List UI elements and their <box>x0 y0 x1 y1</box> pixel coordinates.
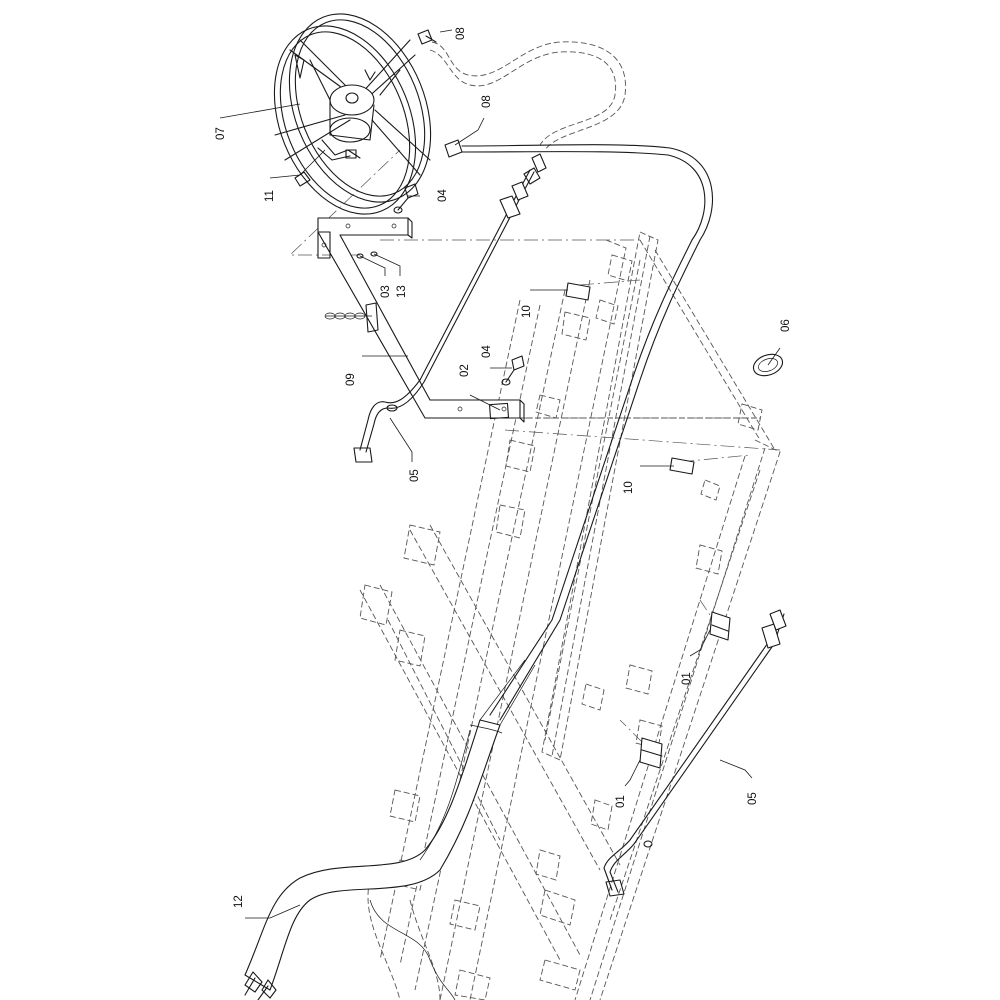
callout-09: 09 <box>345 373 357 386</box>
callout-04-top: 04 <box>437 189 449 202</box>
wear-pads <box>565 282 731 769</box>
callout-12: 12 <box>233 895 245 908</box>
callout-08-top: 08 <box>455 27 467 40</box>
callout-02: 02 <box>459 364 471 377</box>
swivel-fitting-top <box>417 29 626 151</box>
callout-08: 08 <box>481 95 493 108</box>
callout-04-mid: 04 <box>481 345 493 358</box>
callout-07: 07 <box>215 127 227 140</box>
hydraulic-line-right <box>603 609 787 897</box>
callout-labels: 08 08 07 11 04 03 13 10 06 04 02 09 05 1… <box>215 27 792 908</box>
callout-01-top: 01 <box>681 672 693 685</box>
hose-reel <box>273 13 432 215</box>
callout-01-bottom: 01 <box>615 795 627 808</box>
callout-13: 13 <box>396 285 408 298</box>
callout-10-mid: 10 <box>623 481 635 494</box>
callout-10-top: 10 <box>521 305 533 318</box>
hose-connection <box>444 139 713 721</box>
callout-05-right: 05 <box>747 792 759 805</box>
callout-03: 03 <box>380 285 392 298</box>
callout-11: 11 <box>264 190 276 202</box>
callout-06: 06 <box>780 319 792 332</box>
callout-05-left: 05 <box>409 469 421 482</box>
mounting-bracket <box>294 171 525 423</box>
assembly-centerlines <box>289 149 781 761</box>
hydraulic-line-left <box>353 153 547 463</box>
main-hose <box>244 659 536 1000</box>
leader-lines <box>219 29 781 919</box>
